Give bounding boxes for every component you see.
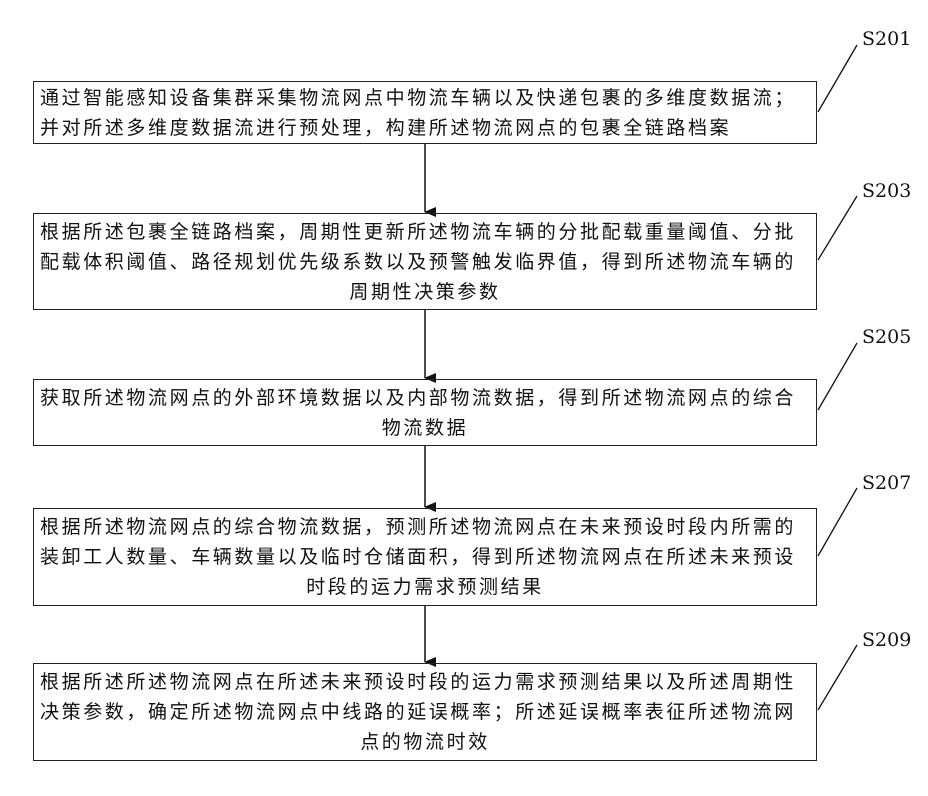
leader-line-s207 (818, 488, 857, 556)
step-s201-line-2: 并对所述多维度数据流进行预处理，构建所述物流网点的包裹全链路档案 (40, 113, 810, 143)
step-label-s209: S209 (862, 629, 911, 651)
leader-line-s209 (818, 645, 857, 710)
step-box-s201: 通过智能感知设备集群采集物流网点中物流车辆以及快递包裹的多维度数据流； 并对所述… (33, 81, 817, 144)
step-s209-line-2: 决策参数，确定所述物流网点中线路的延误概率；所述延误概率表征所述物流网 (40, 697, 810, 727)
step-s203-line-2: 配载体积阈值、路径规划优先级系数以及预警触发临界值，得到所述物流车辆的 (40, 247, 810, 277)
step-box-s209: 根据所述所述物流网点在所述未来预设时段的运力需求预测结果以及所述周期性 决策参数… (33, 663, 817, 761)
step-box-s207: 根据所述物流网点的综合物流数据，预测所述物流网点在未来预设时段内所需的 装卸工人… (33, 508, 817, 606)
leader-line-s201 (818, 45, 857, 112)
step-label-s201: S201 (862, 28, 911, 50)
leader-line-s203 (818, 196, 857, 260)
step-s207-line-3: 时段的运力需求预测结果 (40, 572, 810, 602)
step-box-s203: 根据所述包裹全链路档案，周期性更新所述物流车辆的分批配载重量阈值、分批 配载体积… (33, 213, 817, 310)
step-s201-line-1: 通过智能感知设备集群采集物流网点中物流车辆以及快递包裹的多维度数据流； (40, 83, 810, 113)
step-s207-line-2: 装卸工人数量、车辆数量以及临时仓储面积，得到所述物流网点在所述未来预设 (40, 542, 810, 572)
step-s209-line-3: 点的物流时效 (40, 727, 810, 757)
leader-line-s205 (818, 343, 857, 410)
step-s203-line-1: 根据所述包裹全链路档案，周期性更新所述物流车辆的分批配载重量阈值、分批 (40, 217, 810, 247)
step-s203-line-3: 周期性决策参数 (40, 277, 810, 307)
step-s209-line-1: 根据所述所述物流网点在所述未来预设时段的运力需求预测结果以及所述周期性 (40, 667, 810, 697)
step-label-s203: S203 (862, 180, 911, 202)
step-s205-line-1: 获取所述物流网点的外部环境数据以及内部物流数据，得到所述物流网点的综合 (40, 383, 810, 413)
step-box-s205: 获取所述物流网点的外部环境数据以及内部物流数据，得到所述物流网点的综合 物流数据 (33, 379, 817, 446)
step-s207-line-1: 根据所述物流网点的综合物流数据，预测所述物流网点在未来预设时段内所需的 (40, 512, 810, 542)
step-label-s205: S205 (862, 326, 911, 348)
step-label-s207: S207 (862, 472, 911, 494)
step-s205-line-2: 物流数据 (40, 413, 810, 443)
